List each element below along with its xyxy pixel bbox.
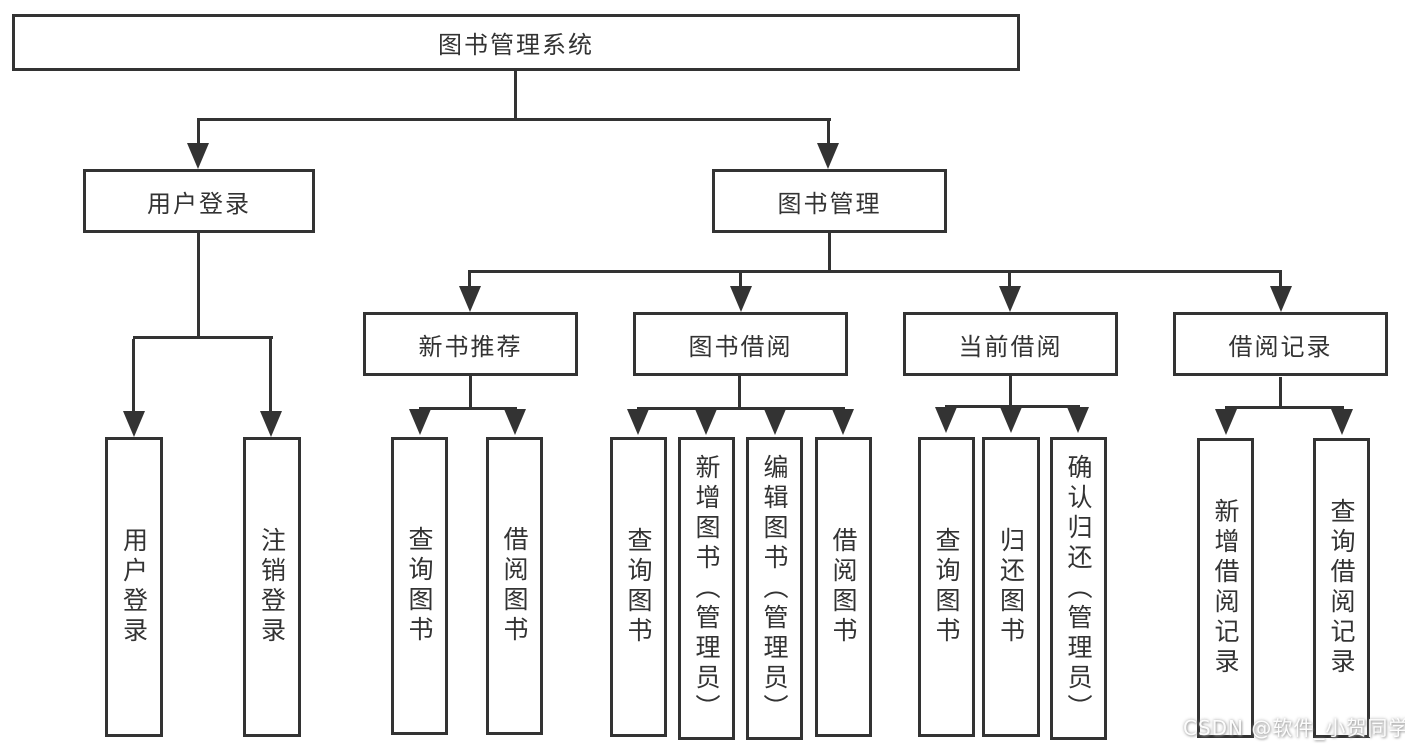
connector-line	[197, 118, 831, 121]
node-current-borrow: 当前借阅	[903, 312, 1118, 376]
connector-line	[269, 339, 272, 413]
leaf-user-login: 用户登录	[105, 437, 163, 737]
node-new-book-recommend: 新书推荐	[363, 312, 578, 376]
connector-arrowhead	[459, 286, 481, 312]
leaf-borrow-book: 借阅图书	[815, 437, 872, 737]
connector-line	[738, 376, 741, 407]
connector-line	[197, 121, 200, 145]
connector-line	[469, 376, 472, 407]
connector-arrowhead	[935, 407, 957, 433]
node-borrow-record: 借阅记录	[1173, 312, 1388, 376]
connector-arrowhead	[1067, 407, 1089, 433]
connector-line	[468, 273, 471, 288]
node-root: 图书管理系统	[12, 14, 1020, 71]
connector-arrowhead	[730, 286, 752, 312]
connector-arrowhead	[123, 411, 145, 437]
connector-arrowhead	[817, 143, 839, 169]
connector-arrowhead	[999, 286, 1021, 312]
node-book-borrow: 图书借阅	[633, 312, 848, 376]
connector-line	[1279, 273, 1282, 288]
leaf-logout: 注销登录	[243, 437, 301, 737]
connector-line	[1009, 376, 1012, 405]
connector-arrowhead	[504, 409, 526, 435]
csdn-watermark: CSDN @软件_小贺同学	[1183, 716, 1405, 740]
connector-line	[1008, 273, 1011, 288]
connector-arrowhead	[1215, 409, 1237, 435]
connector-line	[468, 270, 1282, 273]
connector-arrowhead	[764, 409, 786, 435]
connector-line	[827, 121, 830, 145]
leaf-return-book: 归还图书	[982, 437, 1040, 737]
connector-line	[514, 71, 517, 118]
leaf-add-book-admin: 新增图书（管理员）	[678, 437, 735, 740]
leaf-query-book-recommend: 查询图书	[391, 437, 448, 735]
connector-arrowhead	[187, 143, 209, 169]
connector-line	[739, 273, 742, 288]
connector-arrowhead	[627, 409, 649, 435]
connector-line	[1225, 406, 1344, 409]
connector-line	[828, 233, 831, 270]
connector-arrowhead	[1331, 409, 1353, 435]
node-book-management: 图书管理	[712, 169, 947, 233]
connector-line	[132, 339, 135, 413]
connector-arrowhead	[260, 411, 282, 437]
node-user-login: 用户登录	[83, 169, 315, 233]
leaf-edit-book-admin: 编辑图书（管理员）	[746, 437, 803, 740]
connector-arrowhead	[832, 409, 854, 435]
connector-arrowhead	[409, 409, 431, 435]
connector-line	[197, 233, 200, 336]
connector-arrowhead	[1000, 407, 1022, 433]
leaf-query-borrow-record: 查询借阅记录	[1313, 438, 1370, 738]
connector-line	[419, 407, 517, 410]
connector-line	[637, 407, 845, 410]
connector-line	[133, 336, 273, 339]
leaf-confirm-return-admin: 确认归还（管理员）	[1050, 437, 1107, 740]
connector-line	[945, 405, 1080, 408]
leaf-query-book-borrow: 查询图书	[610, 437, 667, 737]
connector-arrowhead	[1270, 286, 1292, 312]
leaf-borrow-book-recommend: 借阅图书	[486, 437, 543, 735]
leaf-add-borrow-record: 新增借阅记录	[1197, 438, 1254, 738]
connector-line	[1279, 377, 1282, 406]
leaf-query-book-current: 查询图书	[918, 437, 975, 737]
connector-arrowhead	[695, 409, 717, 435]
